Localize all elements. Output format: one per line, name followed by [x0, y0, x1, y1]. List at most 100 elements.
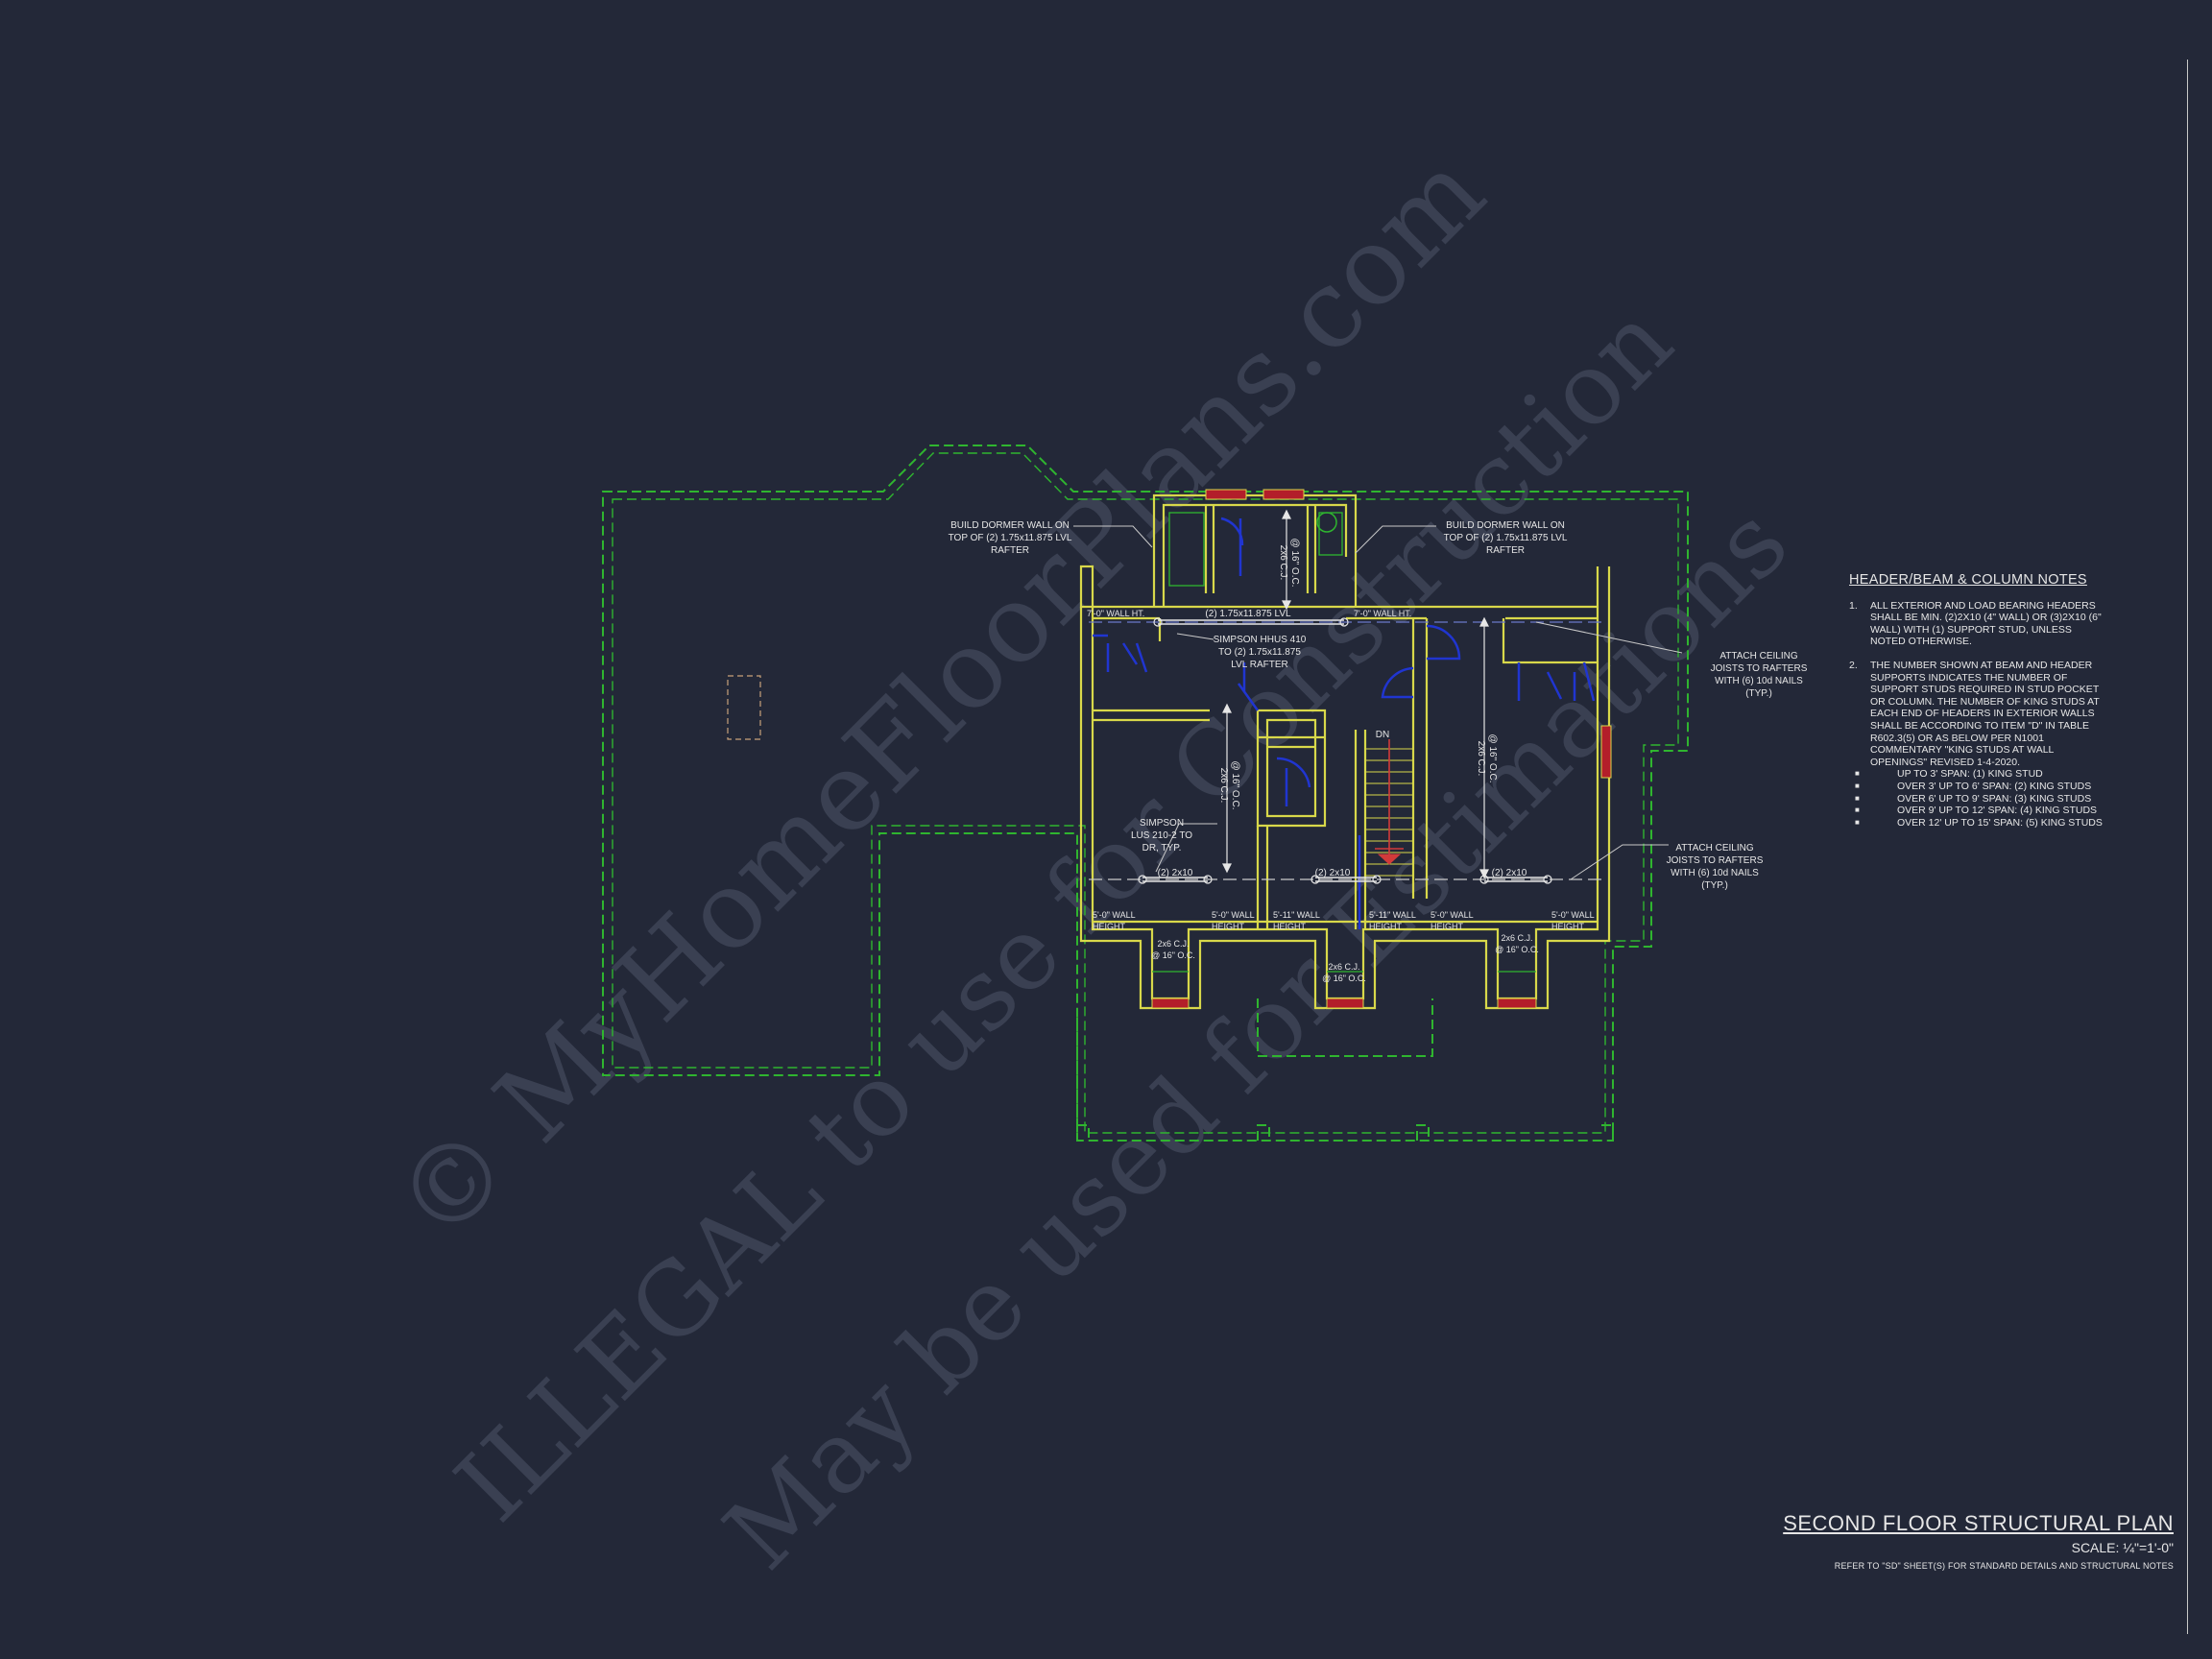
dormer-left-line-1: BUILD DORMER WALL ON: [950, 520, 1070, 531]
attach-top-line-4: (TYP.): [1745, 688, 1772, 699]
wall-ht-right-label: 7'-0" WALL HT.: [1354, 609, 1411, 618]
dormer-left-line-3: RAFTER: [991, 545, 1029, 556]
windows: [1151, 489, 1612, 1009]
cj-bot-2-line-2: @ 16" O.C.: [1322, 974, 1366, 983]
attach-top-line-3: WITH (6) 10d NAILS: [1715, 676, 1803, 686]
note-item-1-text: ALL EXTERIOR AND LOAD BEARING HEADERS SH…: [1870, 599, 2102, 648]
note-item-1: 1. ALL EXTERIOR AND LOAD BEARING HEADERS…: [1849, 600, 2108, 648]
dormer-right-line-3: RAFTER: [1486, 545, 1525, 556]
wh-6-line-1: 5'-0" WALL: [1551, 910, 1595, 920]
dimension-lines: [1222, 509, 1489, 879]
attach-bottom-note: ATTACH CEILING JOISTS TO RAFTERS WITH (6…: [1667, 843, 1764, 891]
roof-outline: [602, 445, 1689, 1142]
note-bullet-4-text: OVER 9' UP TO 12' SPAN: (4) KING STUDS: [1897, 805, 2098, 817]
simpson-hhus-line-2: TO (2) 1.75x11.875: [1218, 647, 1301, 658]
cj-bot-3-line-1: 2x6 C.J.: [1501, 933, 1532, 943]
simpson-hhus-note: SIMPSON HHUS 410 TO (2) 1.75x11.875 LVL …: [1214, 635, 1307, 670]
note-bullet-2-text: OVER 3' UP TO 6' SPAN: (2) KING STUDS: [1897, 780, 2092, 792]
dormer-left-line-2: TOP OF (2) 1.75x11.875 LVL: [949, 533, 1072, 543]
cj-bot-2-line-1: 2x6 C.J.: [1328, 962, 1359, 972]
wh-4-line-2: HEIGHT: [1369, 922, 1403, 931]
dormer-right-note: BUILD DORMER WALL ON TOP OF (2) 1.75x11.…: [1444, 520, 1568, 556]
dormer-left-note: BUILD DORMER WALL ON TOP OF (2) 1.75x11.…: [949, 520, 1072, 556]
cj-left-line-2: @ 16" O.C.: [1230, 761, 1240, 810]
cj-right-vertical: 2x6 C.J. @ 16" O.C.: [1476, 734, 1498, 783]
wh-5-line-2: HEIGHT: [1431, 922, 1464, 931]
stair: [1365, 739, 1413, 877]
stair-dn-label: DN: [1376, 730, 1389, 740]
simpson-lus-line-2: LUS 210-2 TO: [1131, 830, 1192, 841]
cj-bot-1-line-1: 2x6 C.J.: [1157, 939, 1189, 949]
wh-1-line-1: 5'-0" WALL: [1093, 910, 1136, 920]
bullet-mark: ■: [1855, 805, 1860, 815]
plumbing: [1093, 512, 1596, 929]
beam-top-label: (2) 1.75x11.875 LVL: [1205, 609, 1291, 619]
sheet-border-line: [2187, 60, 2188, 1634]
attach-top-line-1: ATTACH CEILING: [1719, 651, 1798, 661]
note-bullet-3: ■ OVER 6' UP TO 9' SPAN: (3) KING STUDS: [1849, 793, 2108, 805]
simpson-lus-line-1: SIMPSON: [1140, 818, 1184, 829]
cj-top-vertical: 2x6 C.J. @ 16" O.C.: [1278, 539, 1300, 588]
cj-right-line-1: 2x6 C.J.: [1476, 741, 1486, 777]
note-bullet-5: ■ OVER 12' UP TO 15' SPAN: (5) KING STUDS: [1849, 817, 2108, 830]
wh-3-line-1: 5'-11" WALL: [1273, 910, 1320, 920]
cj-top-line-2: @ 16" O.C.: [1289, 539, 1300, 588]
cj-top-line-1: 2x6 C.J.: [1278, 545, 1288, 581]
note-bullet-2: ■ OVER 3' UP TO 6' SPAN: (2) KING STUDS: [1849, 781, 2108, 793]
wh-1-line-2: HEIGHT: [1093, 922, 1126, 931]
fixtures-green: [1152, 512, 1536, 973]
watermark-line-2: ILLEGAL to use for Construction: [433, 282, 1695, 1544]
note-item-2-text: THE NUMBER SHOWN AT BEAM AND HEADER SUPP…: [1870, 659, 2100, 768]
plan-title: SECOND FLOOR STRUCTURAL PLAN: [1783, 1511, 2174, 1535]
note-bullet-4: ■ OVER 9' UP TO 12' SPAN: (4) KING STUDS: [1849, 805, 2108, 817]
cj-bot-3-line-2: @ 16" O.C.: [1495, 945, 1539, 954]
dormer-right-line-1: BUILD DORMER WALL ON: [1446, 520, 1565, 531]
note-item-1-num: 1.: [1849, 599, 1858, 612]
cj-bot-1-line-2: @ 16" O.C.: [1151, 950, 1195, 960]
simpson-hhus-line-1: SIMPSON HHUS 410: [1214, 635, 1307, 645]
bullet-mark: ■: [1855, 817, 1860, 827]
cj-left-vertical: 2x6 C.J. @ 16" O.C.: [1218, 761, 1240, 810]
wh-3-line-2: HEIGHT: [1273, 922, 1307, 931]
plan-scale: SCALE: ¼"=1'-0": [2071, 1540, 2174, 1555]
plan-refer-note: REFER TO "SD" SHEET(S) FOR STANDARD DETA…: [1834, 1561, 2174, 1571]
wh-5-line-1: 5'-0" WALL: [1431, 910, 1474, 920]
simpson-lus-note: SIMPSON LUS 210-2 TO DR, TYP.: [1131, 818, 1192, 854]
cj-left-line-1: 2x6 C.J.: [1218, 768, 1229, 804]
wh-2-line-1: 5'-0" WALL: [1212, 910, 1255, 920]
bullet-mark: ■: [1855, 793, 1860, 803]
cj-right-line-2: @ 16" O.C.: [1487, 734, 1498, 783]
skylight-outline: [727, 675, 761, 740]
attach-bottom-line-2: JOISTS TO RAFTERS: [1667, 855, 1764, 866]
wh-2-line-2: HEIGHT: [1212, 922, 1245, 931]
attach-bottom-line-3: WITH (6) 10d NAILS: [1671, 868, 1759, 878]
notes-title: HEADER/BEAM & COLUMN NOTES: [1849, 572, 2087, 588]
plan-title-block: SECOND FLOOR STRUCTURAL PLAN SCALE: ¼"=1…: [1783, 1511, 2174, 1571]
watermark: © MyHomeFloorPlans.com ILLEGAL to use fo…: [372, 130, 1810, 1592]
header-label-3: (2) 2x10: [1492, 868, 1527, 878]
note-item-2: 2. THE NUMBER SHOWN AT BEAM AND HEADER S…: [1849, 660, 2108, 768]
note-bullet-5-text: OVER 12' UP TO 15' SPAN: (5) KING STUDS: [1897, 816, 2103, 829]
wall-heights: 5'-0" WALL HEIGHT 5'-0" WALL HEIGHT 5'-1…: [1093, 910, 1595, 931]
note-bullet-1: ■ UP TO 3' SPAN: (1) KING STUD: [1849, 768, 2108, 781]
attach-top-note: ATTACH CEILING JOISTS TO RAFTERS WITH (6…: [1711, 651, 1808, 699]
wh-4-line-1: 5'-11" WALL: [1369, 910, 1416, 920]
wall-ht-left-label: 7'-0" WALL HT.: [1087, 609, 1144, 618]
note-bullet-3-text: OVER 6' UP TO 9' SPAN: (3) KING STUDS: [1897, 792, 2092, 805]
header-beam-column-notes: HEADER/BEAM & COLUMN NOTES 1. ALL EXTERI…: [1849, 572, 2108, 830]
attach-top-line-2: JOISTS TO RAFTERS: [1711, 663, 1808, 674]
beams: [1089, 617, 1603, 884]
dormer-right-line-2: TOP OF (2) 1.75x11.875 LVL: [1444, 533, 1568, 543]
wh-6-line-2: HEIGHT: [1551, 922, 1585, 931]
note-bullet-1-text: UP TO 3' SPAN: (1) KING STUD: [1897, 768, 2043, 781]
bullet-mark: ■: [1855, 781, 1860, 790]
leader-lines: [1073, 525, 1683, 880]
header-label-1: (2) 2x10: [1158, 868, 1193, 878]
header-label-2: (2) 2x10: [1315, 868, 1351, 878]
note-item-2-num: 2.: [1849, 659, 1858, 671]
cj-bottom-notes: 2x6 C.J. @ 16" O.C. 2x6 C.J. @ 16" O.C. …: [1151, 933, 1539, 983]
bullet-mark: ■: [1855, 769, 1860, 779]
simpson-hhus-line-3: LVL RAFTER: [1231, 660, 1287, 670]
attach-bottom-line-4: (TYP.): [1701, 880, 1728, 891]
